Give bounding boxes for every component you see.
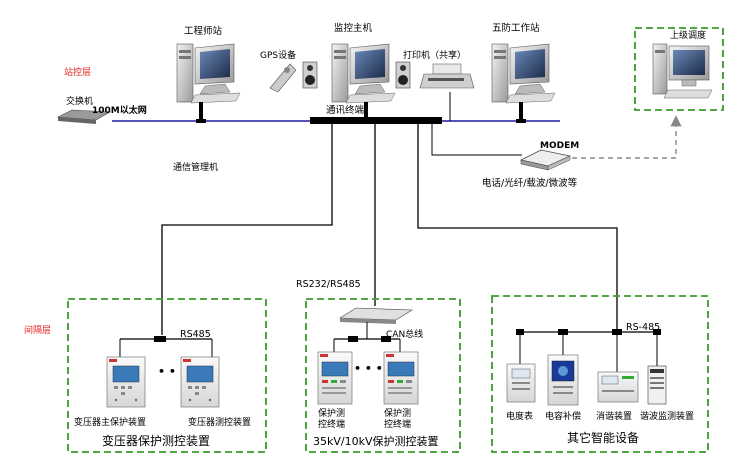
monitor-host-computer-icon [331,43,396,104]
feeder-device2-label-line1: 保护测 [384,407,411,419]
transformer-device2-label: 变压器测控装置 [188,416,251,428]
switch-icon [56,109,112,124]
five-defense-drop [519,102,523,121]
capacitor-compensation-label: 电容补偿 [545,410,581,422]
monitor-host-drop [364,102,368,121]
printer-icon [419,63,475,89]
can-bus-label: CAN总线 [386,328,423,340]
modem-icon [519,149,572,171]
harmonic-elimination-label: 消谐装置 [596,410,632,422]
speaker-right-icon [395,61,411,89]
comm-terminal-label: 通讯终端 [326,104,365,116]
harmonic-monitoring-label: 谐波监测装置 [640,410,694,422]
energy-meter-label: 电度表 [506,410,533,422]
feeder-device1-label-line2: 控终端 [318,418,345,430]
transformer-group-title: 变压器保护测控装置 [102,433,210,448]
can-bus-tap-1 [348,336,358,342]
transformer-measurement-device-icon [180,356,220,408]
modem-link-line [431,124,522,156]
upper-dispatch-label: 上级调度 [670,29,706,41]
gps-device-label: GPS设备 [260,49,296,61]
rs232-rs485-label: RS232/RS485 [296,279,361,290]
engineer-station-computer-icon [176,43,241,104]
station-layer-label: 站控层 [64,66,91,78]
upper-dispatch-arrow [572,115,682,159]
other-bus-label: RS-485 [626,322,660,333]
modem-label: MODEM [540,141,579,151]
feeder-device1-label-line1: 保护测 [318,407,345,419]
transformer-bus-label: RS485 [180,329,211,340]
modem-channel-label: 电话/光纤/载波/微波等 [482,177,578,189]
speaker-left-icon [302,61,318,89]
feeder-ellipsis: • • • [354,362,383,375]
capacitor-compensation-icon [547,354,579,406]
comm-manager-label: 通信管理机 [173,161,218,173]
transformer-group-frame [67,298,267,453]
printer-label: 打印机（共享） [403,49,466,61]
upper-dispatch-computer-icon [652,43,713,99]
transformer-ellipsis: • • • [158,365,187,378]
bay-layer-label: 间隔层 [24,324,51,336]
feeder-terminal-1-icon [317,351,353,405]
feeder-terminal-2-icon [383,351,419,405]
monitor-host-label: 监控主机 [334,22,373,34]
can-switch-icon [339,307,413,324]
upper-dispatch-frame [634,27,724,111]
engineer-station-label: 工程师站 [184,25,223,37]
transformer-main-protection-device-icon [106,356,146,408]
harmonic-monitoring-device-icon [647,365,667,405]
engineer-station-drop [199,102,203,121]
energy-meter-icon [506,363,536,403]
other-group-frame [491,295,709,453]
trunk-line-other [417,124,618,335]
ethernet-label: 100M以太网 [92,104,147,116]
feeder-group-frame [305,298,461,453]
switch-label: 交换机 [66,95,93,107]
engineer-station-tap [196,119,206,123]
other-group-title: 其它智能设备 [567,430,639,445]
five-defense-tap [516,119,526,123]
gps-device-icon [269,63,297,93]
harmonic-elimination-device-icon [597,371,639,403]
transformer-bus-tap [154,336,166,342]
feeder-group-title: 35kV/10kV保护测控装置 [313,434,439,448]
feeder-device2-label-line2: 控终端 [384,418,411,430]
comm-terminal-bar [310,117,442,124]
transformer-device1-label: 变压器主保护装置 [74,416,146,428]
five-defense-workstation-label: 五防工作站 [492,22,540,34]
five-defense-workstation-computer-icon [491,43,556,104]
trunk-line-transformer [161,124,333,335]
can-bus-tap-2 [381,336,391,342]
